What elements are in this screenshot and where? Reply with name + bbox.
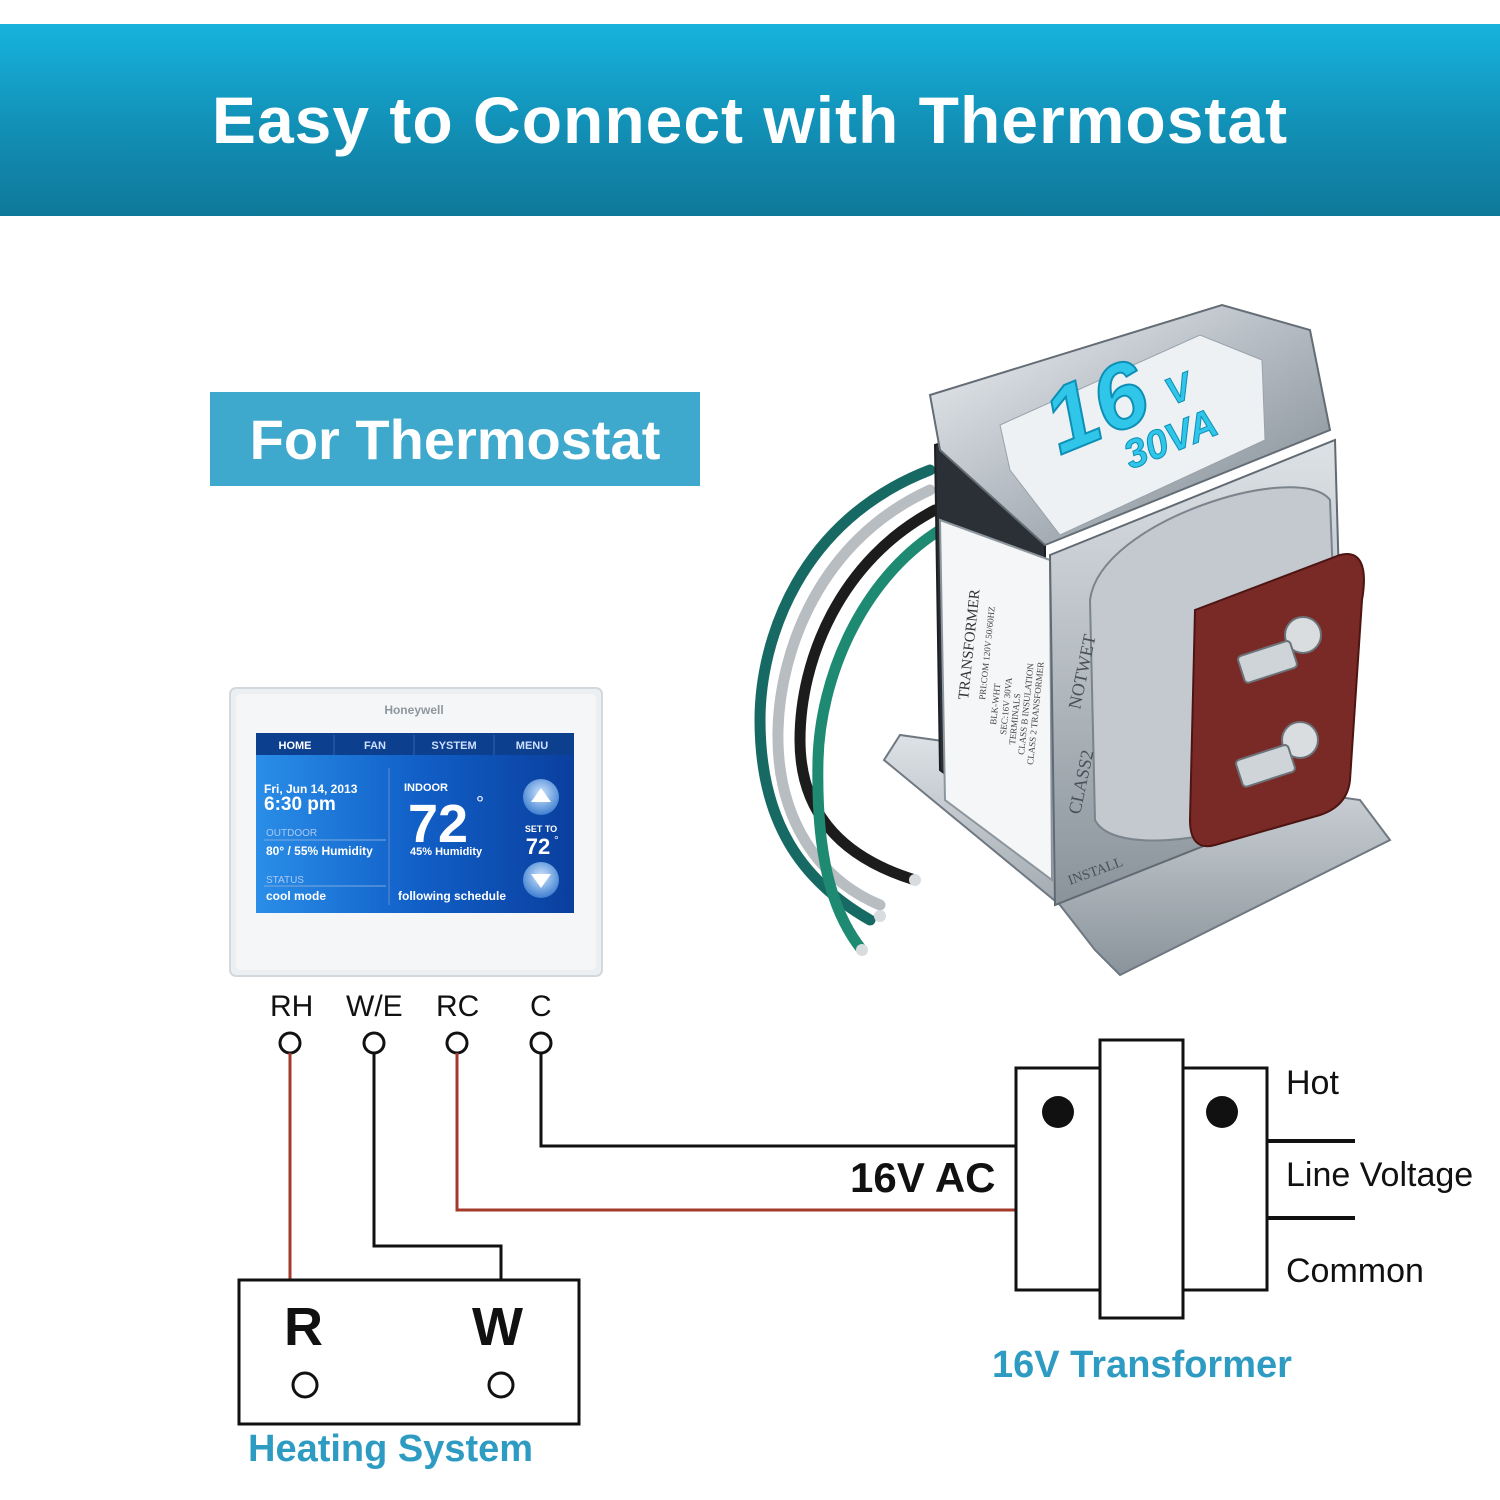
transformer-core xyxy=(1098,1038,1185,1320)
thermostat-brand: Honeywell xyxy=(384,703,443,717)
thermostat-status-label: STATUS xyxy=(266,875,304,886)
for-thermostat-tag: For Thermostat xyxy=(210,392,700,486)
thermostat-indoor-degree: ° xyxy=(476,793,484,815)
terminal-rc-label: RC xyxy=(436,990,480,1023)
terminal-we-connector xyxy=(362,1031,386,1055)
heating-r-terminal xyxy=(291,1371,319,1399)
tag-label: For Thermostat xyxy=(249,407,661,471)
heating-w-terminal xyxy=(487,1371,515,1399)
thermostat-tab-home[interactable]: HOME xyxy=(279,740,312,752)
heating-system-caption: Heating System xyxy=(248,1428,534,1470)
transformer-wires xyxy=(754,464,946,956)
line-voltage-label: Line Voltage xyxy=(1286,1156,1474,1194)
transformer-caption-prefix: 16V xyxy=(992,1344,1060,1386)
side-spec-line: BLK-WHT xyxy=(988,682,1002,725)
heating-r-label: R xyxy=(284,1297,323,1357)
terminal-screws xyxy=(1235,616,1322,788)
transformer-caption: 16V Transformer xyxy=(992,1344,1292,1387)
terminal-rc-connector xyxy=(445,1031,469,1055)
thermostat-schedule: following schedule xyxy=(398,889,506,903)
thermostat-tab-fan[interactable]: FAN xyxy=(364,740,386,752)
thermostat-indoor-temp: 72 xyxy=(408,794,468,854)
header-banner: Easy to Connect with Thermostat xyxy=(0,24,1500,216)
thermostat-outdoor-label: OUTDOOR xyxy=(266,828,317,839)
heating-w-label: W xyxy=(472,1297,523,1357)
set-to-degree: ° xyxy=(554,833,559,847)
terminal-c-connector xyxy=(529,1031,553,1055)
chevron-up-icon xyxy=(531,788,551,802)
thermostat-indoor-label: INDOOR xyxy=(404,782,448,794)
wiring-diagram xyxy=(237,1031,1355,1426)
transformer-product: NOTWET CLASS2 INSTALL TRANSFORMER PRI:CO… xyxy=(754,303,1392,977)
heating-system-box xyxy=(237,1278,581,1426)
thermostat-time: 6:30 pm xyxy=(264,794,336,815)
we-wire xyxy=(372,1053,503,1280)
terminal-rh-label: RH xyxy=(270,990,314,1023)
terminal-block xyxy=(1188,553,1365,848)
thermostat-device: Honeywell HOME FAN SYSTEM MENU Fri, Jun … xyxy=(229,687,603,977)
rc-wire xyxy=(455,1053,1016,1212)
common-label: Common xyxy=(1286,1252,1424,1290)
secondary-polarity-dot xyxy=(1042,1096,1074,1128)
terminal-c-label: C xyxy=(530,990,552,1023)
thermostat-date: Fri, Jun 14, 2013 xyxy=(264,782,358,796)
c-wire xyxy=(539,1053,1016,1148)
primary-polarity-dot xyxy=(1206,1096,1238,1128)
thermostat-status-value: cool mode xyxy=(266,889,326,903)
ac-voltage-label: 16V AC xyxy=(850,1154,996,1201)
set-to-value: 72 xyxy=(526,834,550,859)
thermostat-tab-menu[interactable]: MENU xyxy=(516,740,548,752)
transformer-caption-rest: Transformer xyxy=(1059,1344,1292,1386)
transformer-side-label xyxy=(938,518,1054,883)
terminal-rh-connector xyxy=(278,1031,302,1055)
chevron-down-icon xyxy=(531,874,551,888)
thermostat-screen xyxy=(256,733,574,913)
thermostat-outdoor-value: 80° / 55% Humidity xyxy=(266,844,373,858)
set-to-label: SET TO xyxy=(525,824,557,834)
terminal-we-label: W/E xyxy=(346,990,403,1023)
banner-title: Easy to Connect with Thermostat xyxy=(211,83,1289,157)
thermostat-tab-system[interactable]: SYSTEM xyxy=(431,740,476,752)
hot-label: Hot xyxy=(1286,1064,1339,1102)
thermostat-indoor-humidity: 45% Humidity xyxy=(410,846,483,858)
